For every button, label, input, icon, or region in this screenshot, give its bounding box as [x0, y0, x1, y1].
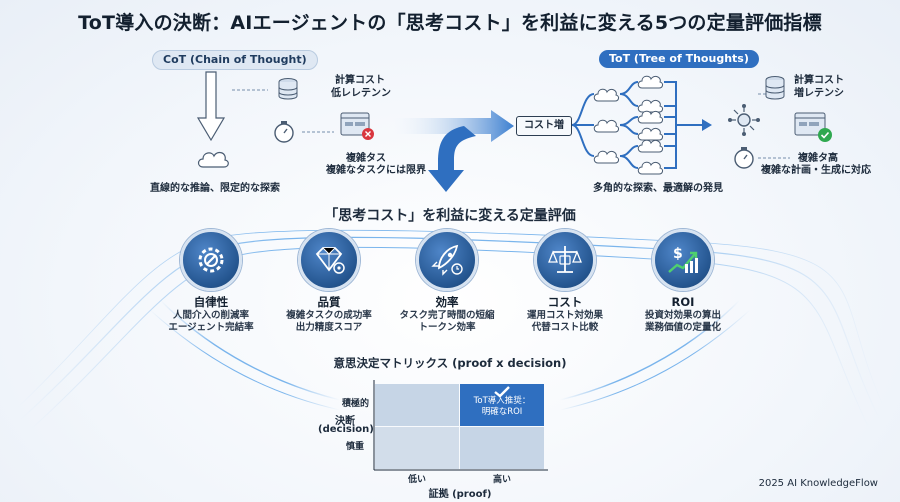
metric-name: 自律性 — [193, 295, 229, 309]
recommendation-text: ToT導入推奨： 明確なROI — [460, 396, 544, 418]
recommendation-line-2: 明確なROI — [481, 407, 523, 417]
metric-desc-2: トークン効率 — [418, 322, 476, 333]
stopwatch-icon — [274, 121, 294, 143]
recommendation-line-1: ToT導入推奨： — [473, 396, 531, 406]
matrix-title: 意思決定マトリックス (proof x decision) — [333, 356, 567, 370]
matrix-axes — [373, 380, 548, 471]
metric-name: 効率 — [435, 295, 459, 309]
metric-desc-2: 出力精度スコア — [295, 322, 363, 333]
tot-complex-label-1: 複雑タ高 — [798, 153, 838, 164]
check-icon — [494, 386, 510, 398]
cloud-icon — [197, 151, 229, 168]
task-window-error-icon — [340, 112, 374, 140]
metric-desc-1: 人間介入の削減率 — [172, 310, 249, 321]
down-arrow-icon — [196, 71, 226, 142]
metric-cost: コスト 運用コスト対効果 代替コスト比較 — [500, 229, 630, 334]
metric-roi: $ ROI 投資対効果の算出 業務価値の定量化 — [618, 229, 748, 334]
dashed-arrow — [232, 89, 268, 91]
network-gear-icon — [728, 104, 760, 136]
tot-pill: ToT (Tree of Thoughts) — [599, 50, 759, 68]
tot-compute-label-2: 増レテンシ — [794, 88, 844, 99]
tot-compute-label-1: 計算コスト — [794, 75, 844, 86]
database-icon — [278, 78, 298, 100]
metric-desc-1: 運用コスト対効果 — [526, 310, 603, 321]
metric-desc-1: 投資対効果の算出 — [644, 310, 721, 321]
metric-desc-2: 業務価値の定量化 — [644, 322, 721, 333]
cot-complex-label-1: 複雑タス — [346, 153, 386, 164]
dollar-growth-icon: $ — [652, 229, 714, 291]
x-high-label: 高い — [492, 475, 511, 485]
scale-icon — [534, 229, 596, 291]
rocket-clock-icon — [416, 229, 478, 291]
tot-complex-label-2: 複雑な計画・生成に対応 — [761, 165, 871, 176]
cot-bottom-label: 直線的な推論、限定的な探索 — [150, 183, 280, 194]
x-axis-label: 証拠 (proof) — [428, 489, 492, 500]
cot-compute-label-1: 計算コスト — [335, 75, 385, 86]
metric-desc-1: タスク完了時間の短縮 — [399, 310, 495, 321]
stopwatch-icon — [734, 147, 754, 169]
y-axis-label-1: 決断 — [335, 416, 355, 427]
matrix-quadrant-highlight — [460, 384, 544, 426]
matrix-quadrant — [375, 384, 459, 426]
thought-tree-diagram — [572, 75, 712, 175]
transition-arrow — [386, 110, 514, 192]
matrix-quadrant — [460, 427, 544, 469]
section-subtitle: 「思考コスト」を利益に変える定量評価 — [324, 208, 576, 224]
cot-compute-label-2: 低レレテンン — [331, 88, 391, 99]
x-low-label: 低い — [407, 475, 426, 485]
gear-wrench-icon — [180, 229, 242, 291]
metric-name: ROI — [671, 295, 695, 309]
task-window-check-icon — [794, 112, 832, 142]
dashed-arrow — [302, 131, 334, 133]
page-title: ToT導入の決断：AIエージェントの「思考コスト」を利益に変える5つの定量評価指… — [78, 12, 822, 34]
tot-bottom-label: 多角的な探索、最適解の発見 — [593, 183, 723, 194]
metric-quality: 品質 複雑タスクの成功率 出力精度スコア — [264, 229, 394, 334]
cot-pill: CoT (Chain of Thought) — [152, 50, 318, 70]
matrix-quadrant — [375, 427, 459, 469]
metric-desc-2: 代替コスト比較 — [531, 322, 599, 333]
metric-efficiency: 効率 タスク完了時間の短縮 トークン効率 — [382, 229, 512, 334]
metric-name: 品質 — [317, 295, 341, 309]
footer-credit: 2025 AI KnowledgeFlow — [758, 478, 878, 489]
y-high-label: 積極的 — [342, 399, 370, 409]
database-icon — [765, 76, 785, 100]
dashed-arrow — [758, 157, 790, 159]
metric-desc-1: 複雑タスクの成功率 — [286, 310, 372, 321]
cost-increase-box: コスト増 — [516, 116, 572, 136]
metric-desc-2: エージェント完結率 — [168, 322, 254, 333]
svg-text:$: $ — [673, 246, 683, 262]
cot-complex-label-2: 複雑なタスクには限界 — [326, 165, 426, 176]
metric-name: コスト — [547, 295, 583, 309]
y-axis-label-2: (decision) — [318, 424, 374, 435]
diamond-target-icon — [298, 229, 360, 291]
metric-autonomy: 自律性 人間介入の削減率 エージェント完結率 — [146, 229, 276, 334]
y-low-label: 慎重 — [346, 442, 365, 452]
